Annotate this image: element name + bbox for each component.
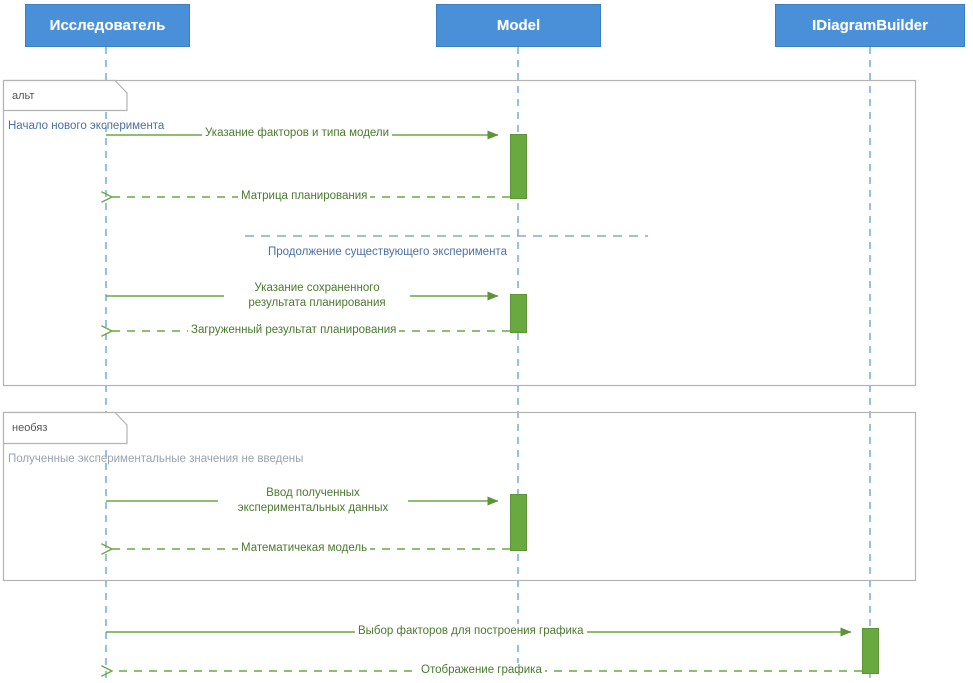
opt-guard-1: Полученные экспериментальные значения не… bbox=[8, 453, 304, 465]
msg-3-label-line2: результата планирования bbox=[248, 297, 386, 309]
msg-5-label-line2: экспериментальных данных bbox=[237, 502, 389, 514]
msg-6-label: Математичекая модель bbox=[238, 541, 371, 556]
participant-box-researcher[interactable]: Исследователь bbox=[25, 4, 190, 47]
participant-box-builder[interactable]: IDiagramBuilder bbox=[775, 4, 965, 47]
msg-8-label: Отображение графика bbox=[418, 663, 545, 678]
activation-bar-model-1 bbox=[510, 134, 527, 199]
activation-bar-model-2 bbox=[510, 294, 527, 333]
participant-box-model[interactable]: Model bbox=[436, 4, 601, 47]
participant-label-model: Model bbox=[496, 17, 541, 34]
alt-fragment-operator-label: альт bbox=[4, 82, 114, 110]
alt-fragment-box bbox=[2, 79, 917, 387]
alt-guard-2: Продолжение существующего эксперимента bbox=[268, 246, 507, 258]
msg-4-label: Загруженный результат планирования bbox=[188, 323, 400, 338]
alt-operator-tag-shape bbox=[2, 79, 128, 112]
fragment-outlines bbox=[2, 79, 917, 582]
activation-bar-model-3 bbox=[510, 494, 527, 551]
msg-3-label: Указание сохраненного результата планиро… bbox=[224, 281, 410, 311]
opt-fragment-operator-label: необяз bbox=[4, 414, 114, 442]
participant-label-builder: IDiagramBuilder bbox=[812, 17, 928, 34]
msg-5-label: Ввод полученных экспериментальных данных bbox=[218, 486, 408, 516]
message-arrows bbox=[106, 130, 862, 671]
opt-operator-text: необяз bbox=[12, 422, 48, 434]
lifelines bbox=[105, 47, 871, 683]
msg-3-label-line1: Указание сохраненного bbox=[254, 282, 380, 294]
participant-label-researcher: Исследователь bbox=[49, 17, 166, 34]
alt-operator-text: альт bbox=[12, 90, 35, 102]
msg-5-label-line1: Ввод полученных bbox=[266, 487, 360, 499]
activation-bar-builder-1 bbox=[862, 628, 879, 674]
opt-operator-tag-shape bbox=[2, 411, 128, 445]
msg-2-label: Матрица планирования bbox=[238, 189, 371, 204]
msg-7-label: Выбор факторов для построения графика bbox=[355, 624, 587, 639]
msg-1-label: Указание факторов и типа модели bbox=[202, 126, 393, 141]
fragment-operator-tags bbox=[2, 79, 128, 445]
opt-fragment-box bbox=[2, 411, 917, 582]
alt-guard-1: Начало нового эксперимента bbox=[8, 120, 165, 132]
